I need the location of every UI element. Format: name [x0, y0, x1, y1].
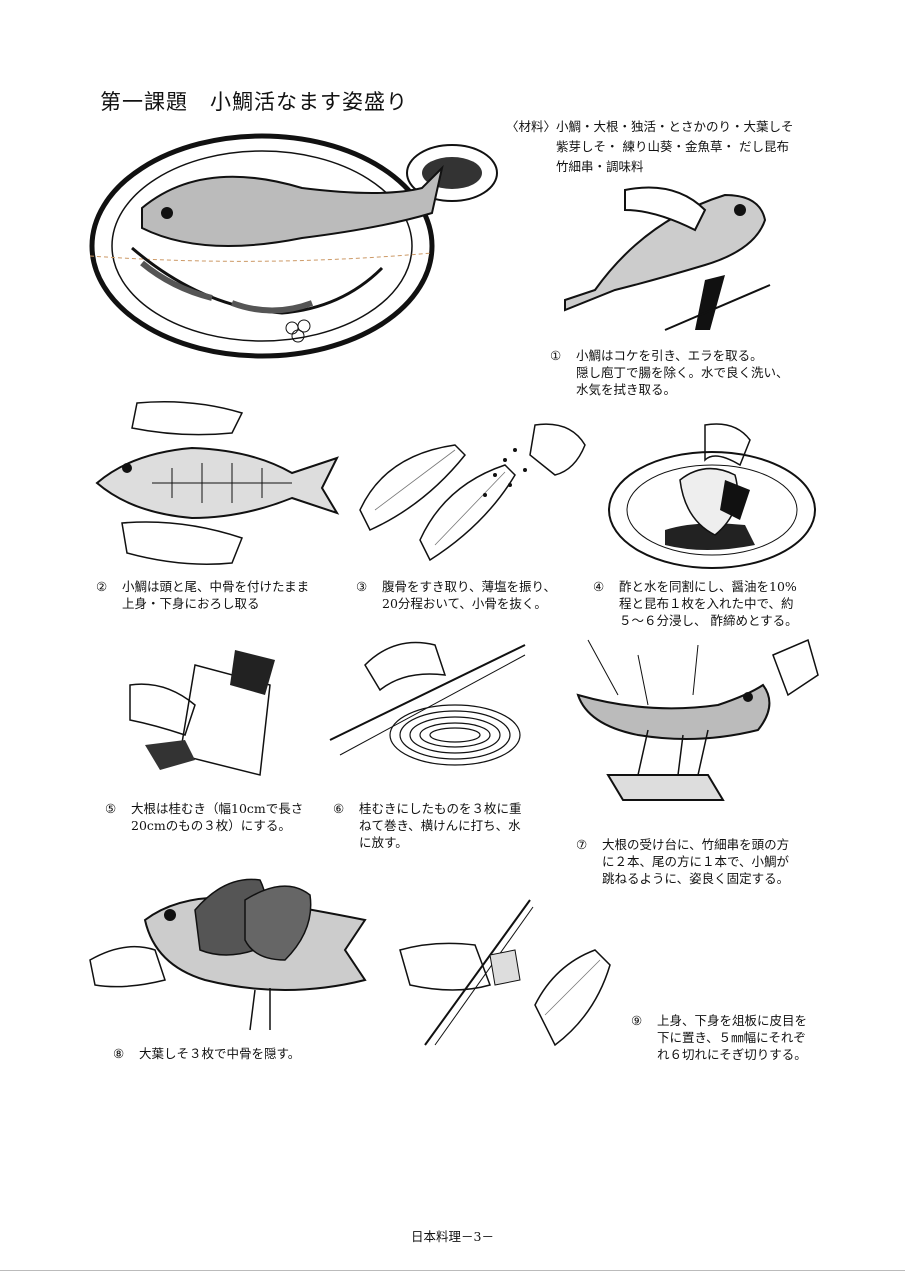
step-2-text: ② 小鯛は頭と尾、中骨を付けたまま 上身・下身におろし取る — [96, 579, 310, 611]
materials-list: 〈材料〉小鯛・大根・独活・とさかのり・大葉しそ 紫芽しそ・ 練り山葵・金魚草・ … — [506, 117, 866, 177]
materials-line-1: 〈材料〉小鯛・大根・独活・とさかのり・大葉しそ — [506, 119, 794, 134]
step-8-text: ⑧ 大葉しそ３枚で中骨を隠す。 — [113, 1046, 301, 1061]
step-9-text: ⑨ 上身、下身を俎板に皮目を 下に置き、５㎜幅にそれぞ れ６切れにそぎ切りする。 — [631, 1013, 808, 1062]
step-6-illustration — [325, 625, 530, 790]
step-5-illustration — [125, 645, 285, 785]
step-1-text: ① 小鯛はコケを引き、エラを取る。 隠し庖丁で腸を除く。水で良く洗い、 水気を拭… — [550, 348, 789, 397]
page-edge-line — [0, 1270, 905, 1271]
step-1-illustration — [555, 180, 780, 340]
step-4-text: ④ 酢と水を同割にし、醤油を10% 程と昆布１枚を入れた中で、約 ５～６分浸し、… — [593, 579, 798, 628]
step-6-text: ⑥ 桂むきにしたものを３枚に重 ねて巻き、横けんに打ち、水 に放す。 — [333, 801, 522, 850]
step-8-illustration — [85, 870, 370, 1035]
materials-label: 〈材料〉 — [506, 119, 557, 134]
step-4-illustration — [605, 420, 820, 570]
step-7-text: ⑦ 大根の受け台に、竹細串を頭の方 に２本、尾の方に１本で、小鯛が 跳ねるように… — [576, 837, 790, 886]
materials-line-3: 竹細串・調味料 — [556, 159, 644, 174]
step-9-illustration — [395, 895, 620, 1055]
page-title: 第一課題 小鯛活なます姿盛り — [100, 90, 408, 114]
step-2-illustration — [92, 398, 347, 573]
finished-dish-illustration — [82, 128, 502, 373]
step-3-text: ③ 腹骨をすき取り、薄塩を振り、 20分程おいて、小骨を抜く。 — [356, 579, 557, 611]
step-5-text: ⑤ 大根は桂むき（幅10cmで長さ 20cmのもの３枚）にする。 — [105, 801, 304, 833]
materials-line-2: 紫芽しそ・ 練り山葵・金魚草・ だし昆布 — [556, 139, 789, 154]
page-footer: 日本料理－3－ — [411, 1229, 494, 1244]
step-3-illustration — [355, 415, 590, 570]
step-7-illustration — [548, 635, 823, 825]
